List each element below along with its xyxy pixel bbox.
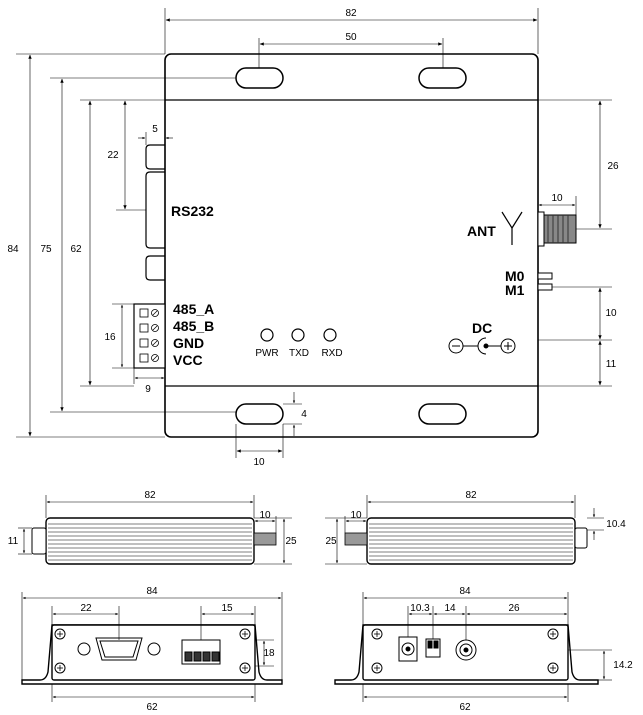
front-left-terminal-offset: 15 <box>221 603 233 614</box>
antenna-connector <box>537 211 577 247</box>
dim-dc-offset: 11 <box>606 359 617 370</box>
dc-jack <box>398 636 418 662</box>
dim-terminal-width: 9 <box>145 384 151 395</box>
rxd-label: RXD <box>321 348 342 359</box>
side-left-offset: 11 <box>8 536 19 547</box>
dim-ant-offset: 26 <box>607 161 619 172</box>
terminal-block <box>133 303 166 369</box>
front-right-sma-offset: 26 <box>508 603 520 614</box>
m0-label: M0 <box>505 268 525 284</box>
dim-rs232-width: 5 <box>152 124 158 135</box>
antenna-icon <box>501 211 523 245</box>
ant-label: ANT <box>467 223 496 239</box>
rxd-led <box>323 328 337 342</box>
mounting-slot <box>418 403 467 425</box>
side-view-right: 82 10 25 10.4 <box>325 490 626 565</box>
dim-hole-spacing: 50 <box>345 32 357 43</box>
front-right-switch-offset: 14 <box>444 603 456 614</box>
side-view-left: 82 10 25 11 <box>8 490 297 565</box>
rs232-label: RS232 <box>171 203 214 219</box>
dim-width: 82 <box>345 8 357 19</box>
side-right-height: 25 <box>325 536 337 547</box>
front-left-db9-offset: 22 <box>80 603 92 614</box>
dim-m-gap: 10 <box>605 308 617 319</box>
pwr-led <box>260 328 274 342</box>
front-right-width: 84 <box>459 586 471 597</box>
gnd-label: GND <box>173 335 204 351</box>
dim-body-height: 75 <box>40 244 52 255</box>
side-left-ant-len: 10 <box>259 510 271 521</box>
mounting-slot <box>235 403 284 425</box>
dim-slot-width: 10 <box>253 457 265 468</box>
vcc-label: VCC <box>173 352 203 368</box>
dim-side-span: 62 <box>70 244 82 255</box>
db9-connector <box>77 637 161 661</box>
rs232-tab-lower <box>145 255 165 281</box>
dc-polarity-icon <box>448 337 516 355</box>
dim-slot-height: 4 <box>301 409 307 420</box>
rs232-connector <box>145 171 165 249</box>
mounting-slot <box>418 67 467 89</box>
pwr-label: PWR <box>255 348 278 359</box>
dim-terminal-height: 16 <box>104 332 116 343</box>
top-view: RS232 485_A 485_B GND VCC ANT M0 M1 DC P… <box>7 8 619 468</box>
dim-rs232-offset: 22 <box>107 150 119 161</box>
front-right-dc-offset: 10.3 <box>410 603 430 614</box>
dim-height: 84 <box>7 244 19 255</box>
txd-led <box>291 328 305 342</box>
front-right-height: 14.2 <box>613 660 633 671</box>
side-left-height: 25 <box>285 536 297 547</box>
m1-label: M1 <box>505 282 525 298</box>
txd-label: TXD <box>289 348 309 359</box>
rs232-tab-upper <box>145 144 165 170</box>
m0-switch <box>537 272 553 280</box>
mode-dip-switch <box>425 638 441 658</box>
side-left-width: 82 <box>144 490 156 501</box>
side-right-width: 82 <box>465 490 477 501</box>
side-right-offset: 10.4 <box>606 519 626 530</box>
front-view-right: 84 10.3 14 26 14.2 62 <box>334 586 633 713</box>
485a-label: 485_A <box>173 301 214 317</box>
m1-switch <box>537 283 553 291</box>
enclosure-outline <box>164 53 539 438</box>
front-left-base: 62 <box>146 702 158 713</box>
mounting-slot <box>235 67 284 89</box>
front-left-width: 84 <box>146 586 158 597</box>
front-terminal-block <box>181 639 221 665</box>
485b-label: 485_B <box>173 318 214 334</box>
front-left-height: 18 <box>263 648 275 659</box>
sma-connector <box>455 639 477 661</box>
dim-ant-length: 10 <box>551 193 563 204</box>
front-right-base: 62 <box>459 702 471 713</box>
front-view-left: 84 22 15 18 62 <box>21 586 283 713</box>
dc-label: DC <box>472 320 492 336</box>
side-right-ant-len: 10 <box>350 510 362 521</box>
